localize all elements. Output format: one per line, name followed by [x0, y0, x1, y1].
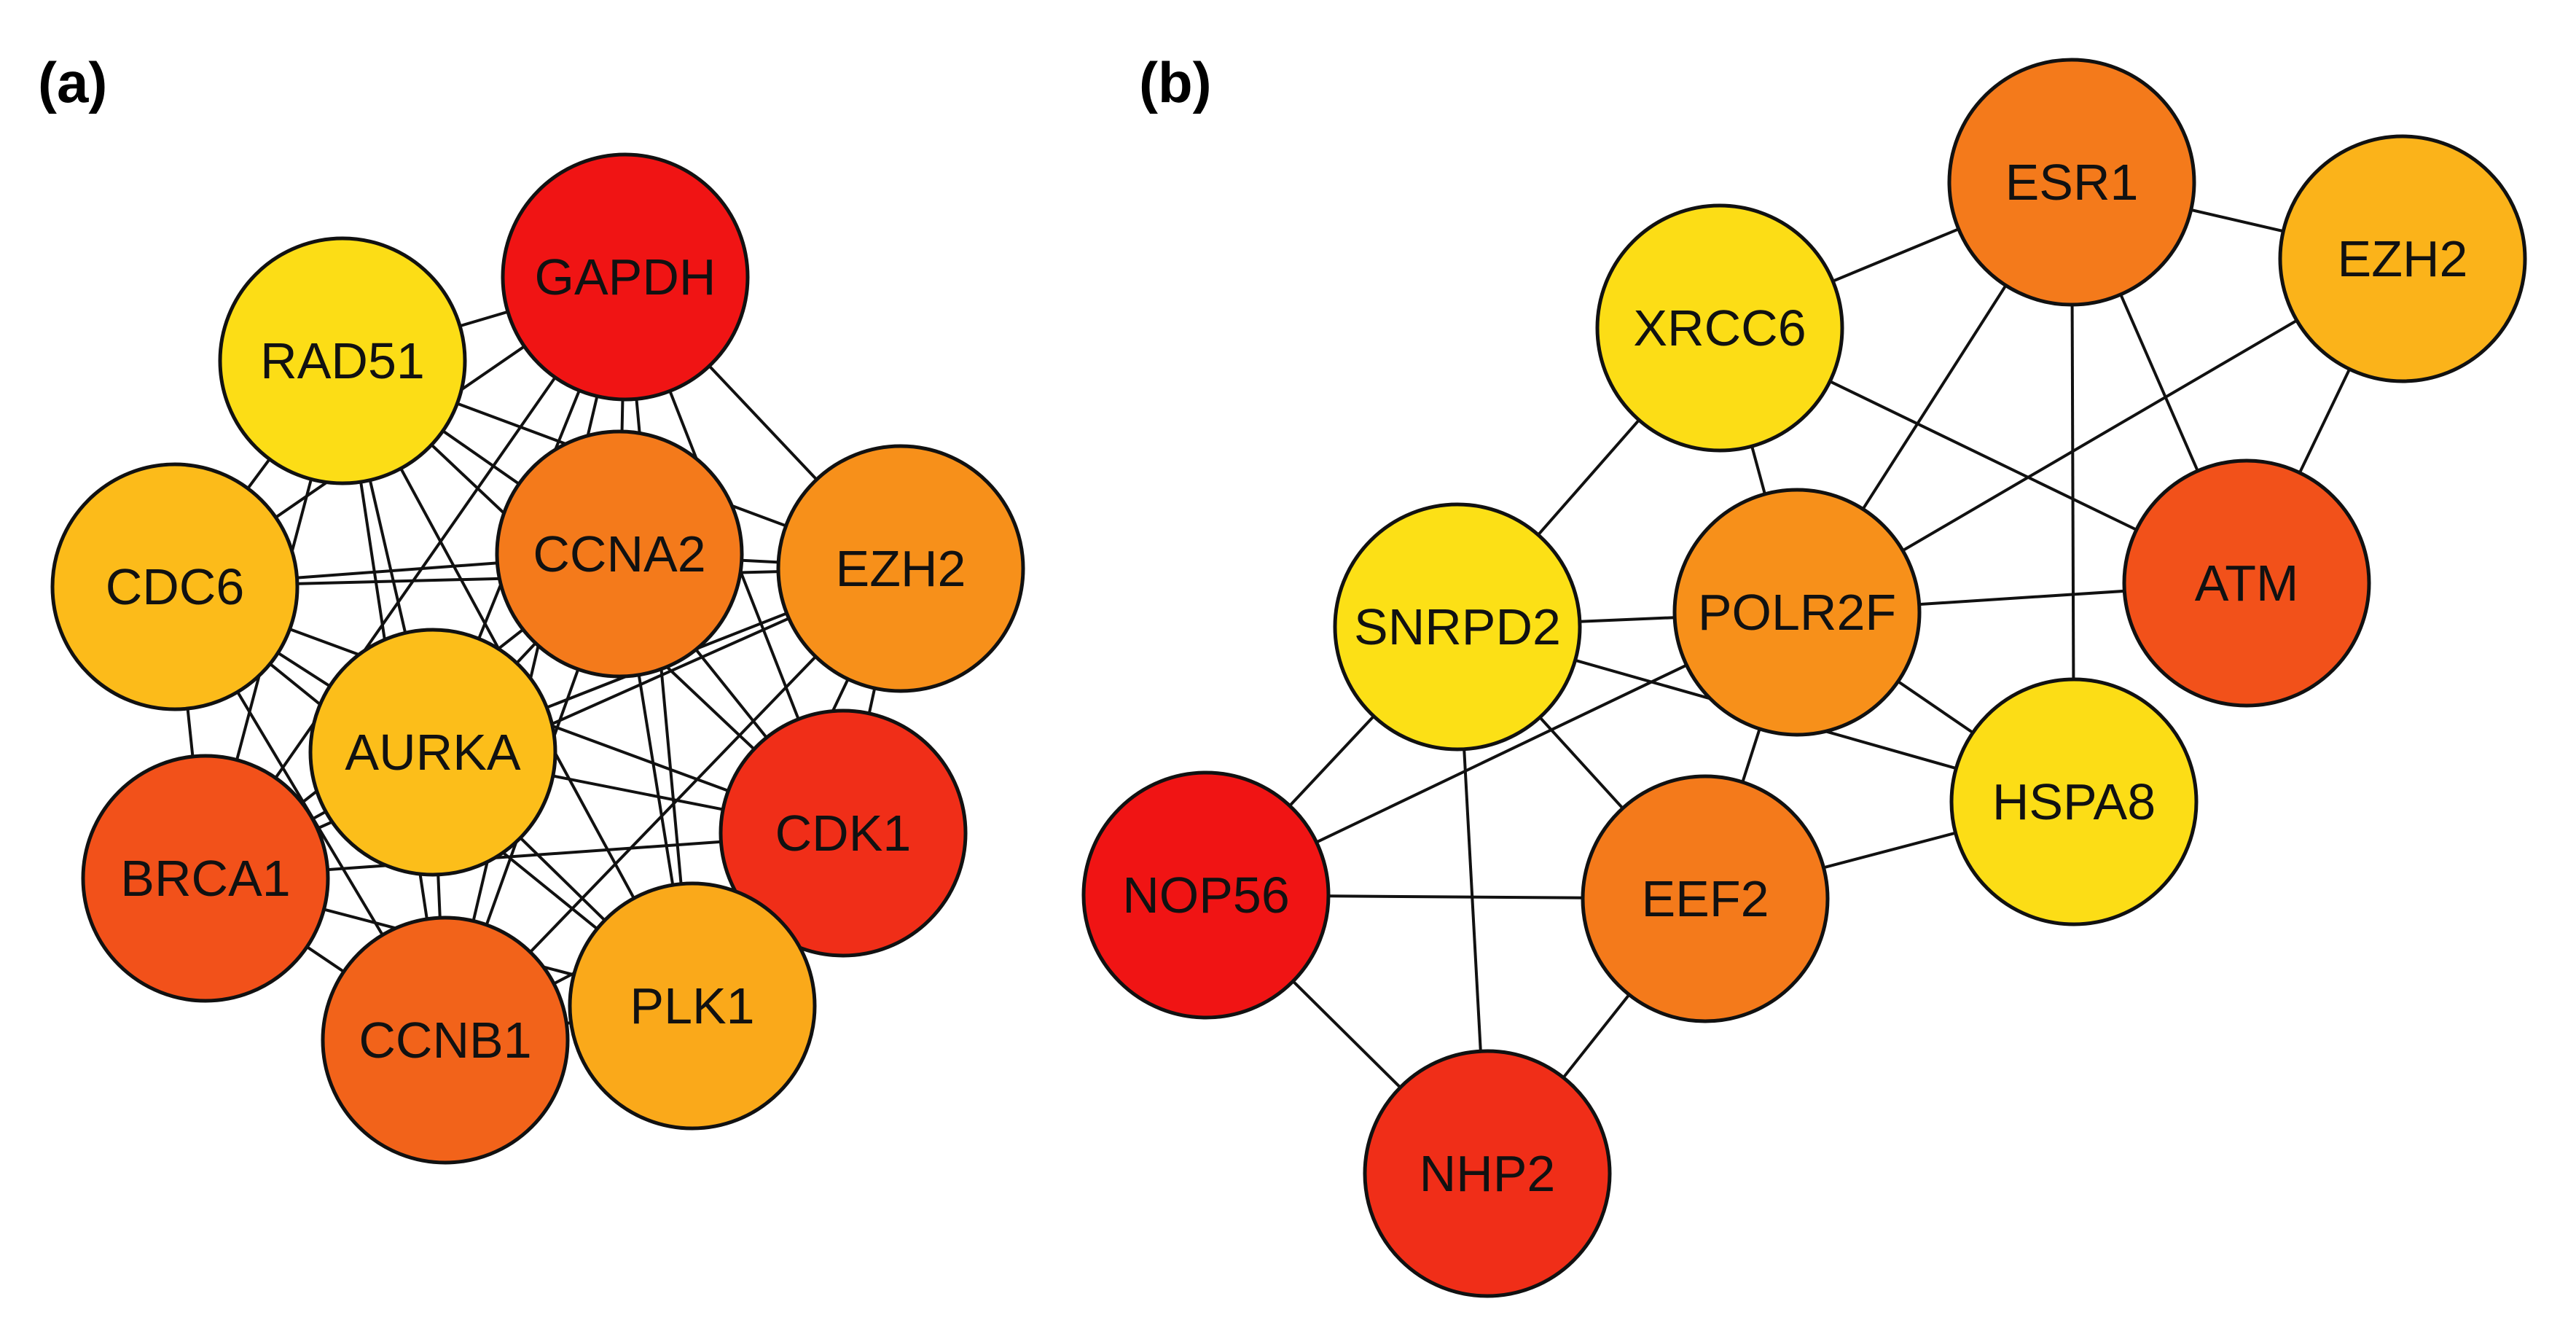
- panel-b-node-ezh2: EZH2: [2278, 134, 2527, 383]
- panel-b-node-eef2: EEF2: [1581, 774, 1830, 1023]
- panel-a-node-label-ccna2: CCNA2: [533, 526, 705, 582]
- panel-a-node-label-cdk1: CDK1: [775, 805, 912, 862]
- panel-a-node-cdk1: CDK1: [719, 709, 968, 958]
- panel-b-label: (b): [1139, 50, 1212, 114]
- panel-b-node-snrpd2: SNRPD2: [1333, 502, 1582, 752]
- panel-b-node-circle-snrpd2: [1333, 502, 1582, 752]
- panel-a-node-circle-cdc6: [50, 462, 300, 711]
- panel-b-node-polr2f: POLR2F: [1672, 488, 1922, 737]
- panel-b-node-circle-ezh2: [2278, 134, 2527, 383]
- panel-a-node-label-ccnb1: CCNB1: [359, 1012, 531, 1069]
- panel-b-node-label-ezh2: EZH2: [2338, 230, 2468, 287]
- panel-a-node-circle-aurka: [308, 628, 557, 877]
- panel-b-node-label-xrcc6: XRCC6: [1633, 300, 1806, 356]
- panel-b-node-circle-nhp2: [1363, 1049, 1612, 1298]
- panel-a-node-aurka: AURKA: [308, 628, 557, 877]
- panel-b-node-atm: ATM: [2122, 458, 2371, 708]
- panel-a-node-circle-gapdh: [501, 152, 750, 402]
- panel-a-node-label-rad51: RAD51: [260, 332, 425, 389]
- panel-b-node-circle-esr1: [1947, 58, 2196, 307]
- panel-a-node-ccna2: CCNA2: [495, 429, 744, 679]
- panel-a-node-label-aurka: AURKA: [345, 724, 520, 781]
- panel-a-node-label-brca1: BRCA1: [120, 850, 290, 907]
- panel-b-node-label-eef2: EEF2: [1641, 870, 1769, 927]
- panel-a-node-gapdh: GAPDH: [501, 152, 750, 402]
- panel-b-node-esr1: ESR1: [1947, 58, 2196, 307]
- panel-a-node-label-plk1: PLK1: [630, 977, 754, 1034]
- panel-b-node-label-esr1: ESR1: [2005, 154, 2139, 211]
- panel-b-node-label-nhp2: NHP2: [1420, 1145, 1556, 1202]
- panel-b-node-label-snrpd2: SNRPD2: [1354, 598, 1561, 655]
- panel-b-node-label-polr2f: POLR2F: [1698, 584, 1896, 641]
- panel-b-node-circle-eef2: [1581, 774, 1830, 1023]
- panel-a-label: (a): [38, 50, 107, 114]
- panel-a-node-rad51: RAD51: [218, 236, 467, 485]
- panel-b-node-circle-nop56: [1081, 770, 1331, 1020]
- panel-a-node-ccnb1: CCNB1: [321, 916, 570, 1165]
- panel-b-node-label-atm: ATM: [2195, 555, 2299, 612]
- panel-a-node-label-cdc6: CDC6: [106, 558, 245, 615]
- panel-b-node-circle-hspa8: [1949, 677, 2199, 926]
- panel-b-node-circle-polr2f: [1672, 488, 1922, 737]
- panel-b-node-xrcc6: XRCC6: [1595, 203, 1844, 453]
- panel-a-node-ezh2: EZH2: [776, 444, 1025, 693]
- panel-b-node-nop56: NOP56: [1081, 770, 1331, 1020]
- panel-a-node-circle-ezh2: [776, 444, 1025, 693]
- panel-b-node-label-nop56: NOP56: [1122, 867, 1290, 924]
- panel-b-node-nhp2: NHP2: [1363, 1049, 1612, 1298]
- panel-a-node-circle-ccna2: [495, 429, 744, 679]
- panel-a-node-plk1: PLK1: [568, 881, 817, 1131]
- panel-a-node-circle-ccnb1: [321, 916, 570, 1165]
- panel-b-node-label-hspa8: HSPA8: [1992, 773, 2156, 830]
- panel-a-node-circle-rad51: [218, 236, 467, 485]
- panel-a-node-brca1: BRCA1: [81, 754, 330, 1003]
- panel-a-node-circle-brca1: [81, 754, 330, 1003]
- panel-a-node-circle-plk1: [568, 881, 817, 1131]
- panel-a-node-label-gapdh: GAPDH: [535, 249, 716, 305]
- panel-a-edge-gapdh-ccnb1: [444, 276, 627, 1041]
- panel-a-node-label-ezh2: EZH2: [836, 540, 966, 597]
- panel-b-node-circle-atm: [2122, 458, 2371, 708]
- panel-a-node-circle-cdk1: [719, 709, 968, 958]
- panel-a-node-cdc6: CDC6: [50, 462, 300, 711]
- panel-b-node-hspa8: HSPA8: [1949, 677, 2199, 926]
- panel-b-node-circle-xrcc6: [1595, 203, 1844, 453]
